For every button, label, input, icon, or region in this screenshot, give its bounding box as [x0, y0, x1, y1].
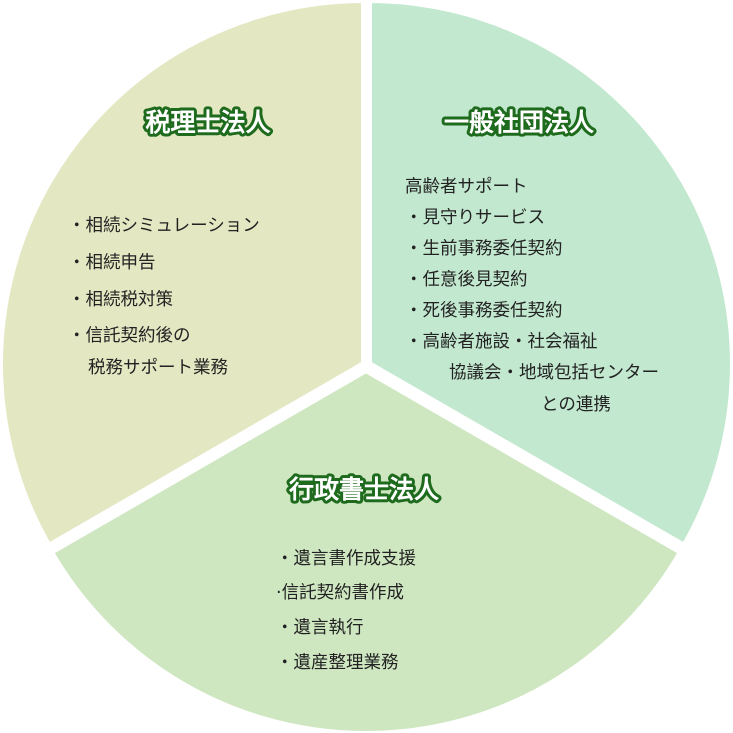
general-sector-title: 一般社団法人	[444, 108, 594, 137]
admin-sector-title: 行政書士法人	[288, 475, 439, 504]
sector-general	[366, 0, 733, 549]
general-item-3: ・任意後見契約	[405, 270, 528, 290]
admin-item-3: ・遺産整理業務	[276, 653, 399, 673]
admin-item-1: ·信託契約書作成	[276, 583, 404, 603]
admin-item-0: ・遺言書作成支援	[276, 549, 416, 569]
tax-item-1: ・相続申告	[68, 253, 156, 273]
tax-item-0: ・相続シミュレーション	[68, 216, 260, 236]
tax-sector-title: 税理士法人	[145, 108, 270, 137]
tax-item-3: ・信託契約後の	[68, 326, 191, 346]
general-item-7: との連携	[541, 395, 611, 415]
sector-admin	[47, 367, 685, 733]
sector-tax	[0, 0, 367, 549]
general-item-2: ・生前事務委任契約	[405, 239, 563, 259]
general-item-0: 高齢者サポート	[405, 177, 528, 197]
tax-item-2: ・相続税対策	[68, 290, 173, 310]
admin-item-2: ・遺言執行	[276, 618, 364, 638]
general-item-1: ・見守りサービス	[405, 208, 545, 228]
general-item-6: 協議会・地域包括センター	[449, 363, 659, 383]
tax-item-4: 税務サポート業務	[88, 358, 228, 378]
general-item-5: ・高齢者施設・社会福祉	[405, 332, 598, 352]
general-item-4: ・死後事務委任契約	[405, 301, 563, 321]
